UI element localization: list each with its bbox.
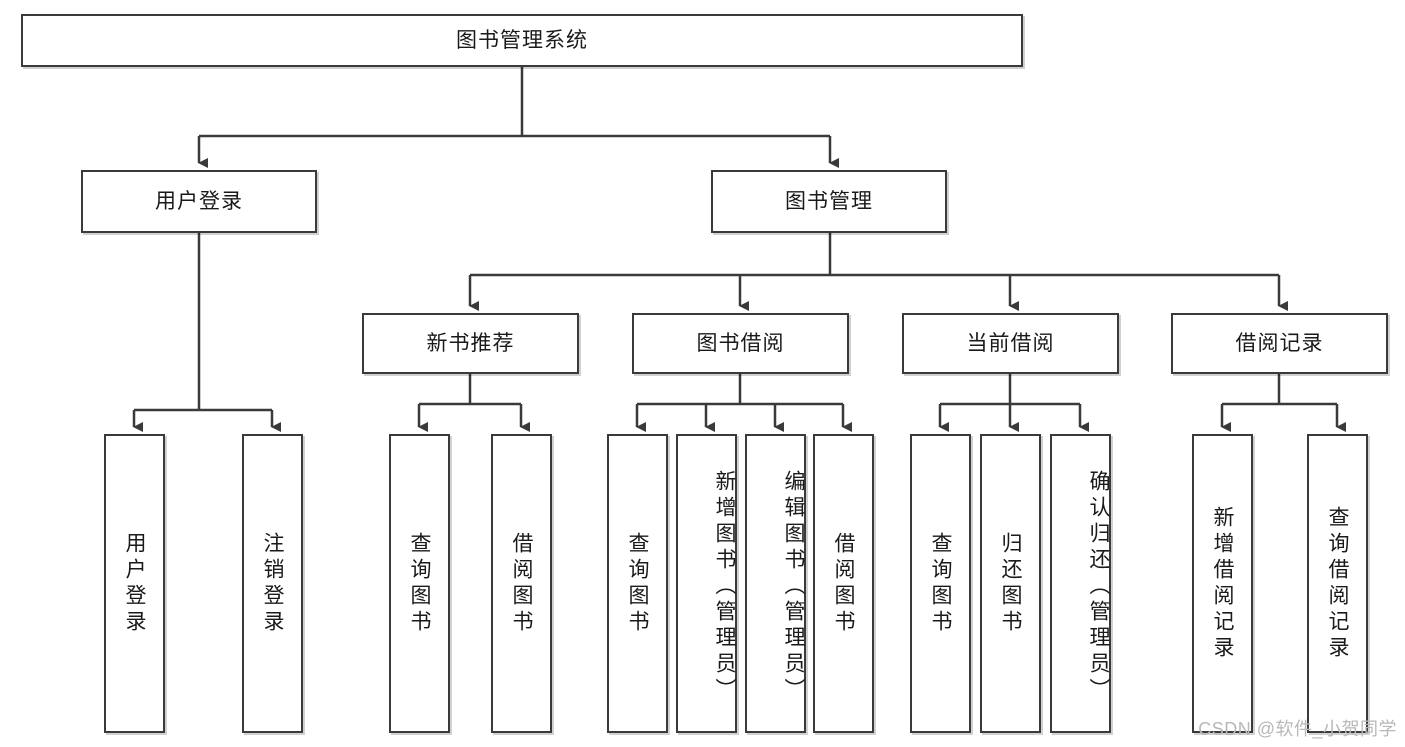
- node-book-management[interactable]: 图书管理: [711, 170, 947, 233]
- node-label: 新书推荐: [426, 332, 515, 355]
- node-label: 图书管理系统: [456, 29, 588, 52]
- node-label: 借阅图书: [510, 531, 533, 636]
- node-label: 图书管理: [785, 190, 873, 213]
- leaf-user-login[interactable]: 用户登录: [104, 434, 165, 733]
- node-label: 新增图书（管理员）: [713, 469, 736, 704]
- node-user-login[interactable]: 用户登录: [81, 170, 317, 233]
- node-borrow-record[interactable]: 借阅记录: [1171, 313, 1388, 374]
- leaf-query-book-3[interactable]: 查询图书: [910, 434, 971, 733]
- node-label: 查询图书: [626, 531, 649, 636]
- leaf-borrow-book-2[interactable]: 借阅图书: [813, 434, 874, 733]
- node-current-borrow[interactable]: 当前借阅: [902, 313, 1119, 374]
- leaf-borrow-book-1[interactable]: 借阅图书: [491, 434, 552, 733]
- node-label: 查询图书: [408, 531, 431, 636]
- node-label: 查询图书: [929, 531, 952, 636]
- node-label: 当前借阅: [966, 332, 1055, 355]
- node-book-borrow[interactable]: 图书借阅: [632, 313, 849, 374]
- node-label: 确认归还（管理员）: [1087, 469, 1110, 704]
- watermark: CSDN @软件_小贺同学: [1198, 719, 1397, 739]
- node-label: 注销登录: [261, 531, 284, 636]
- node-label: 借阅图书: [832, 531, 855, 636]
- node-label: 归还图书: [999, 531, 1022, 636]
- node-label: 图书借阅: [696, 332, 785, 355]
- leaf-add-book[interactable]: 新增图书（管理员）: [676, 434, 737, 733]
- leaf-query-book-1[interactable]: 查询图书: [389, 434, 450, 733]
- leaf-add-record[interactable]: 新增借阅记录: [1192, 434, 1253, 733]
- node-label: 借阅记录: [1235, 332, 1324, 355]
- node-new-book-recommend[interactable]: 新书推荐: [362, 313, 579, 374]
- node-label: 查询借阅记录: [1326, 505, 1349, 662]
- leaf-query-record[interactable]: 查询借阅记录: [1307, 434, 1368, 733]
- node-label: 新增借阅记录: [1211, 505, 1234, 662]
- leaf-edit-book[interactable]: 编辑图书（管理员）: [745, 434, 806, 733]
- leaf-query-book-2[interactable]: 查询图书: [607, 434, 668, 733]
- node-label: 用户登录: [155, 190, 243, 213]
- leaf-logout-login[interactable]: 注销登录: [242, 434, 303, 733]
- leaf-return-book[interactable]: 归还图书: [980, 434, 1041, 733]
- node-book-management-system[interactable]: 图书管理系统: [21, 14, 1023, 67]
- leaf-confirm-return[interactable]: 确认归还（管理员）: [1050, 434, 1111, 733]
- node-label: 编辑图书（管理员）: [782, 469, 805, 704]
- node-label: 用户登录: [123, 531, 146, 636]
